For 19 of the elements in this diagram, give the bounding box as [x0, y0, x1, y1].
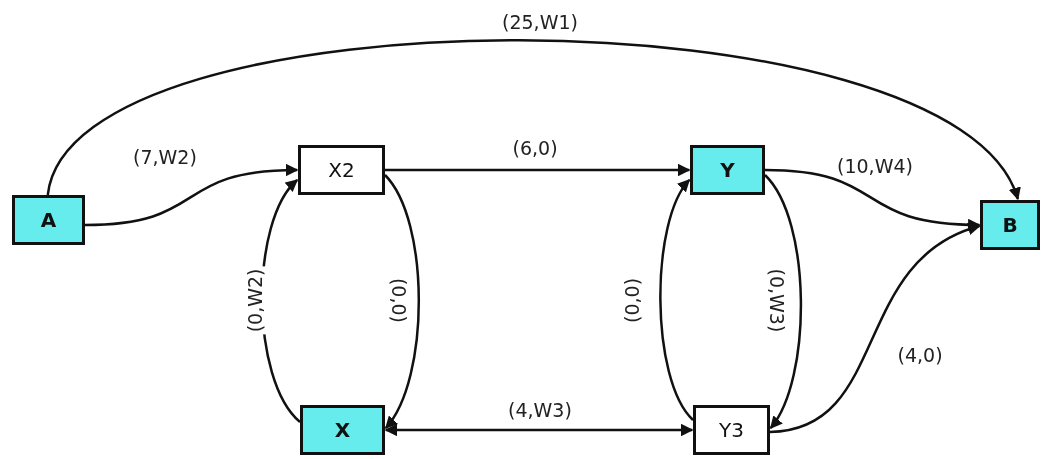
arrow [659, 179, 694, 421]
highlighted-node-box: A [12, 195, 85, 245]
node-box: Y3 [693, 405, 770, 455]
highlighted-node-box: B [980, 200, 1040, 250]
arrow [84, 164, 299, 227]
node-box: X2 [298, 145, 385, 195]
edge-label: (7,W2) [131, 146, 199, 168]
edge-label: (25,W1) [500, 11, 580, 33]
edge-label: (0,W2) [245, 266, 267, 334]
arrow [769, 224, 981, 434]
edge-label: (4,W3) [506, 399, 574, 421]
edge-label: (10,W4) [835, 155, 915, 177]
arrow [764, 174, 803, 430]
arrow [385, 163, 691, 177]
arrow [46, 39, 1019, 201]
arrow [384, 174, 421, 429]
arrow [384, 423, 694, 437]
highlighted-node-box: X [300, 405, 385, 455]
highlighted-node-box: Y [690, 145, 765, 195]
